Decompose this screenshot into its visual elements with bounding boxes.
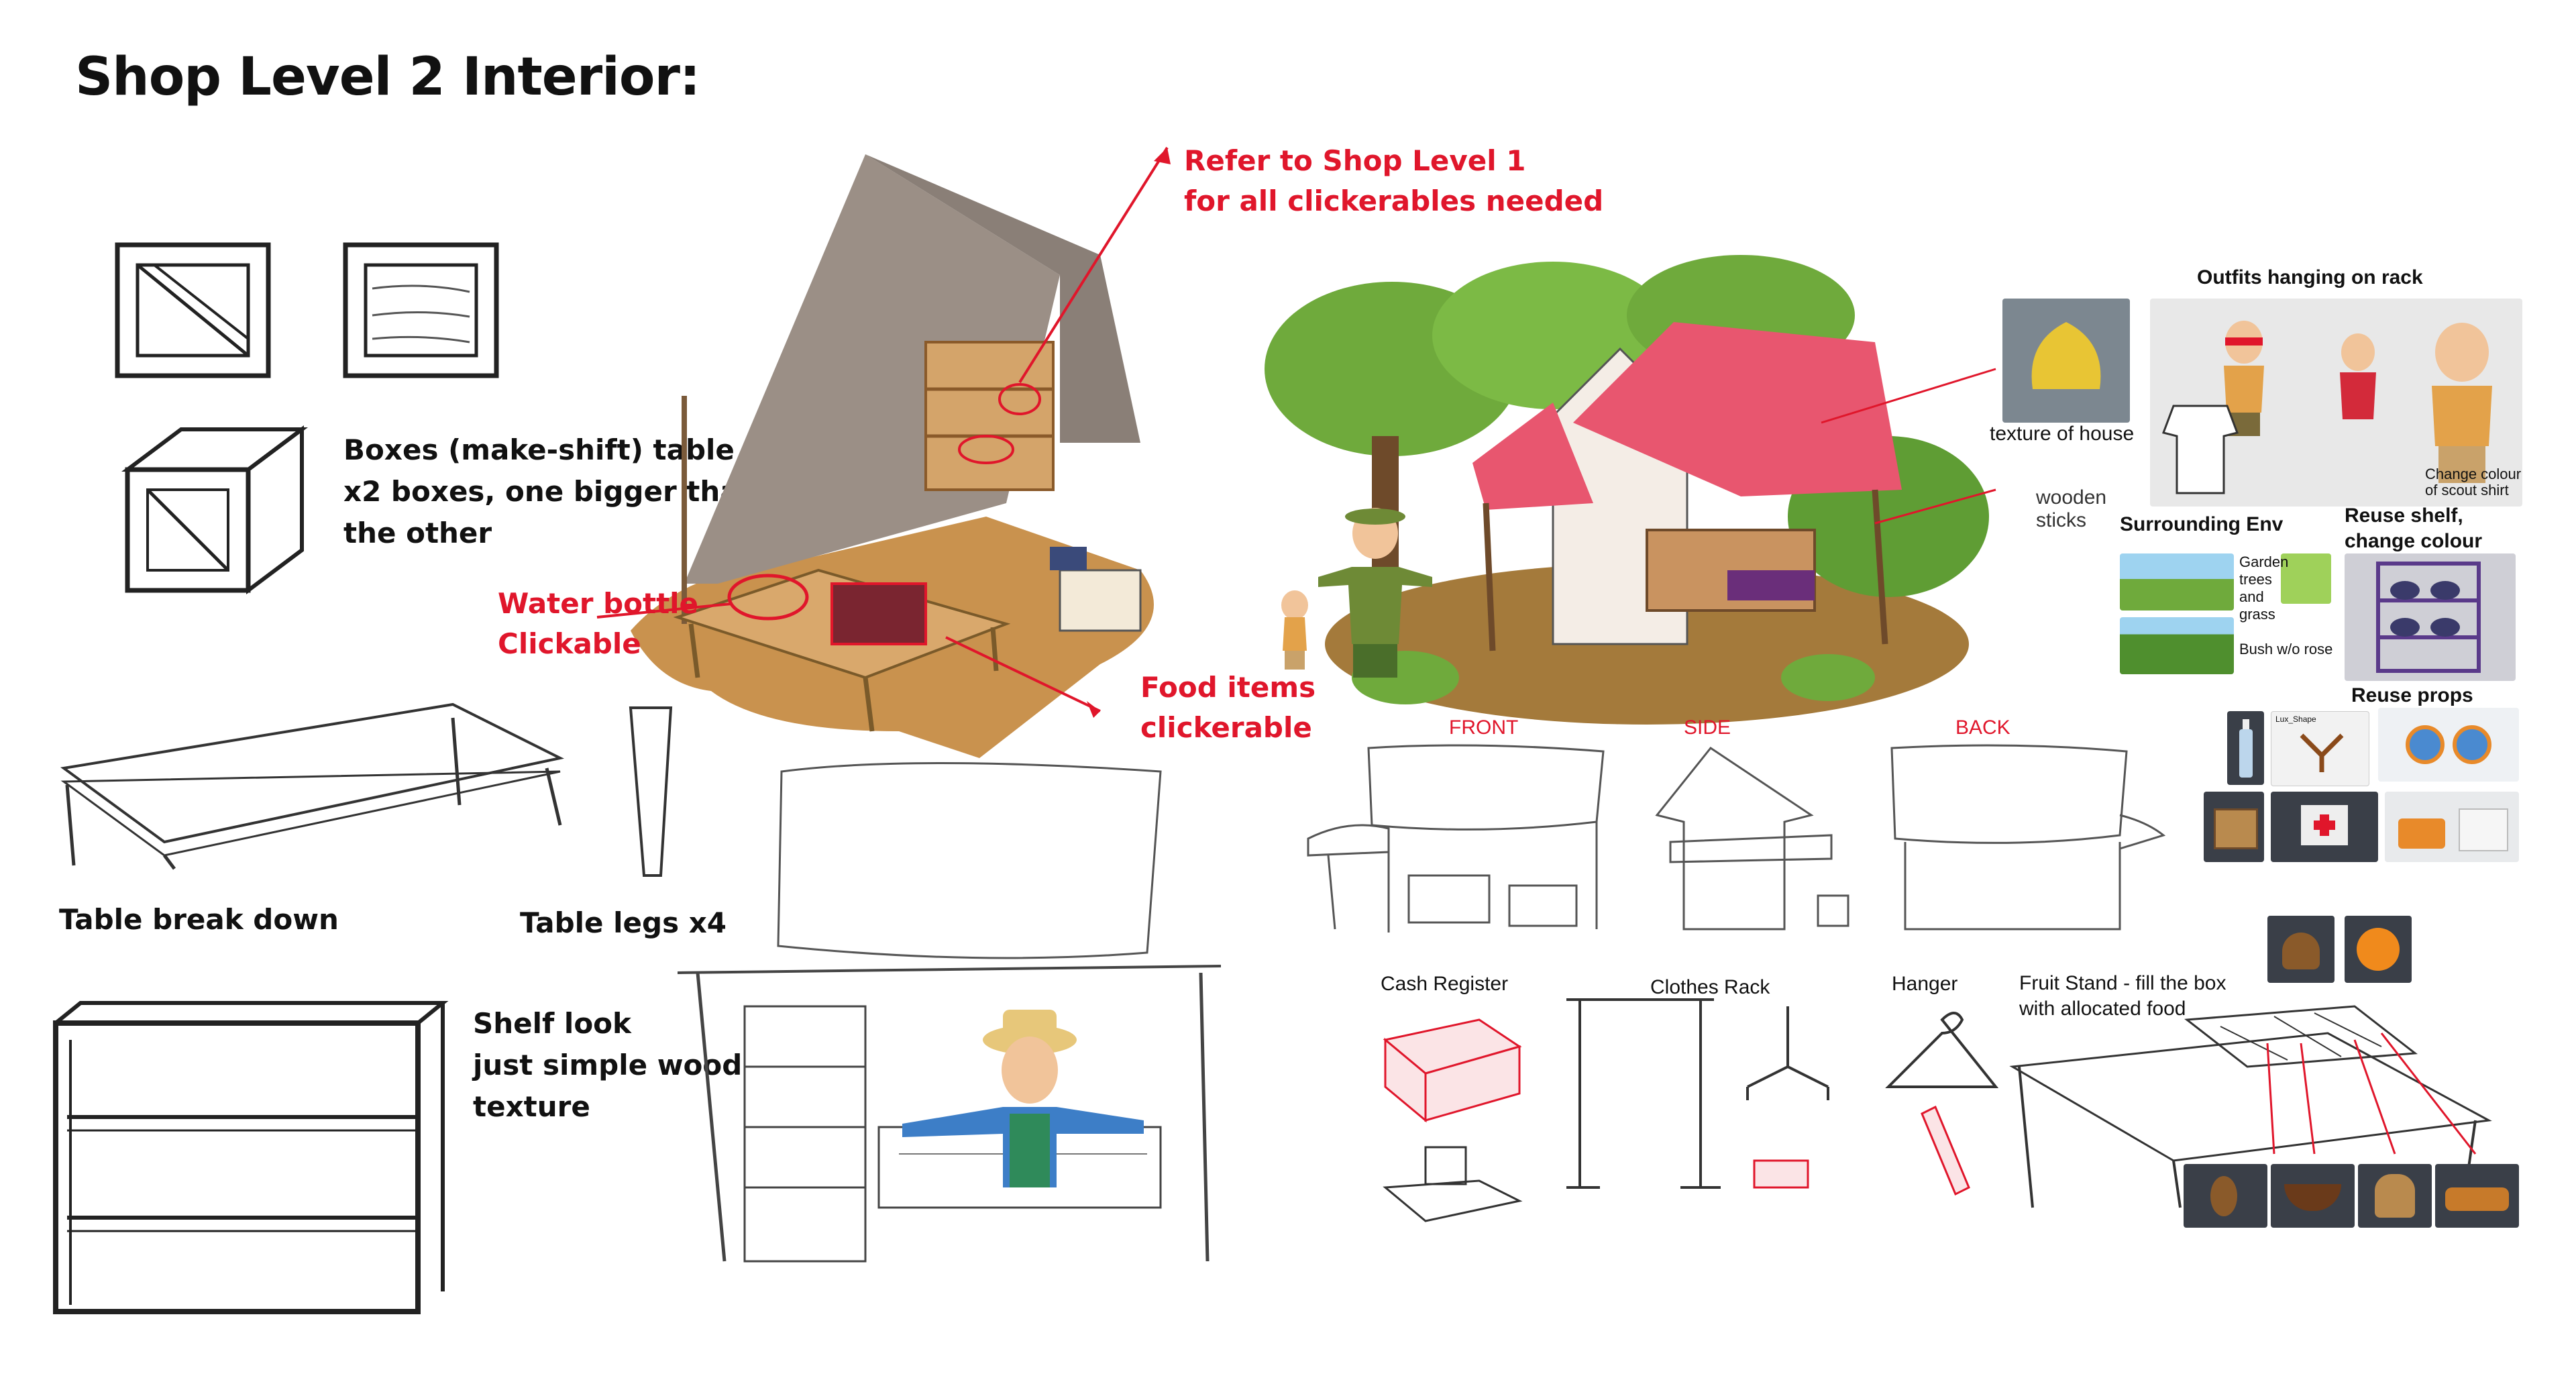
outfit-outline-icon — [2162, 405, 2239, 494]
cash-register-sketch — [1383, 1018, 1523, 1222]
side-view-label: SIDE — [1684, 716, 1731, 739]
camera-icon — [2398, 818, 2445, 849]
crate-sketch-diagonal — [115, 242, 271, 378]
front-view-sketch — [1307, 744, 1605, 933]
scout-child-character — [1281, 590, 1308, 670]
hanger-label: Hanger — [1892, 973, 1958, 995]
stall-front-sketch — [677, 762, 1222, 1263]
clothes-rack-sketch — [1566, 998, 1829, 1189]
straw-texture-icon — [2031, 322, 2101, 389]
front-view-label: FRONT — [1449, 716, 1519, 739]
prop-toaster-thumb — [2385, 792, 2519, 862]
table-sketch — [60, 702, 565, 870]
clothes-rack-label: Clothes Rack — [1650, 976, 1770, 998]
prop-crate-thumb — [2204, 792, 2264, 862]
shopkeeper-icon — [902, 1010, 1144, 1187]
outfits-label: Outfits hanging on rack — [2197, 266, 2423, 288]
food-prop-3 — [2358, 1164, 2432, 1228]
page-title: Shop Level 2 Interior: — [75, 47, 700, 107]
table-legs-label: Table legs x4 — [520, 906, 727, 939]
orange-thumb — [2345, 916, 2412, 983]
shelf-sketch — [53, 1001, 449, 1314]
prop-slingshot-thumb: Lux_Shape — [2271, 711, 2369, 786]
food-prop-2 — [2271, 1164, 2355, 1228]
shop-exterior-illustration — [1265, 255, 1996, 725]
bush-label: Bush w/o rose — [2239, 641, 2333, 657]
garden-trees-thumb — [2120, 553, 2234, 611]
crate-sketch-plain — [343, 242, 499, 378]
crate-icon — [2214, 808, 2258, 849]
orange-icon — [2357, 928, 2400, 971]
purple-shelf-icon — [2376, 562, 2481, 673]
table-breakdown-label: Table break down — [59, 903, 339, 936]
crate-sketch-3d — [121, 425, 308, 594]
outfits-reference — [2150, 299, 2522, 507]
table-leg-sketch — [629, 706, 673, 877]
hanger-sketch — [1885, 1012, 1999, 1196]
surrounding-env-label: Surrounding Env — [2120, 513, 2284, 535]
house-texture-thumb — [2002, 299, 2130, 423]
prop-bottle-thumb — [2227, 711, 2264, 785]
bowl-icon — [2284, 1184, 2341, 1211]
apple-bag-icon — [2282, 933, 2320, 969]
prop-firstaid-thumb — [2271, 792, 2378, 862]
sack-icon — [2375, 1174, 2415, 1218]
child-scout-icon — [2432, 323, 2492, 483]
slingshot-icon — [2300, 733, 2344, 772]
water-bottle-icon — [2239, 719, 2253, 778]
child-red-shirt-icon — [2340, 333, 2376, 419]
prop-binoculars-thumb — [2378, 708, 2519, 782]
texture-house-label: texture of house — [1990, 423, 2135, 445]
grass-thumb — [2281, 553, 2331, 604]
bread-icon — [2445, 1187, 2509, 1211]
food-prop-1 — [2184, 1164, 2267, 1228]
reuse-props-label: Reuse props — [2351, 684, 2473, 706]
food-prop-4 — [2435, 1164, 2519, 1228]
box-icon — [2459, 808, 2508, 851]
bush-thumb — [2120, 617, 2234, 674]
purple-shelf-thumb — [2345, 553, 2516, 681]
tent-interior-illustration — [596, 146, 1171, 758]
prop-label: Lux_Shape — [2275, 714, 2316, 724]
apple-bag-thumb — [2267, 916, 2334, 983]
fruit-stand-sketch — [2009, 1005, 2492, 1208]
side-view-sketch — [1655, 746, 1849, 931]
reuse-shelf-label: Reuse shelf,change colour — [2345, 505, 2483, 552]
egg-icon — [2210, 1176, 2237, 1216]
first-aid-icon — [2301, 805, 2348, 845]
binoculars-icon — [2406, 725, 2491, 764]
scout-leader-character — [1318, 508, 1432, 678]
back-view-sketch — [1890, 744, 2166, 931]
back-view-label: BACK — [1955, 716, 2010, 739]
cash-register-label: Cash Register — [1381, 973, 1509, 995]
